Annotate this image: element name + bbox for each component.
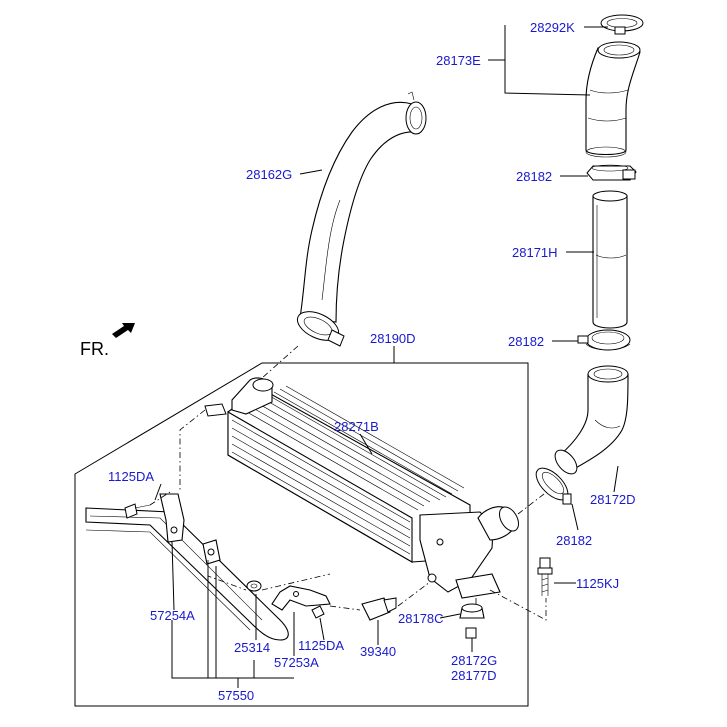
clamp-28182-mid xyxy=(577,329,631,351)
callout-28172G[interactable]: 28172G xyxy=(451,653,497,668)
callout-25314[interactable]: 25314 xyxy=(234,640,270,655)
bolt-28172G xyxy=(465,627,477,639)
bracket-57253A xyxy=(271,585,331,611)
intercooler-28271B xyxy=(204,377,519,599)
pipe-28171H xyxy=(592,190,628,329)
bushing-25314 xyxy=(246,580,262,592)
front-direction-indicator: FR. xyxy=(80,323,135,359)
callout-28177D[interactable]: 28177D xyxy=(451,668,497,683)
clamp-28182-top xyxy=(586,164,637,181)
pipe-28172D xyxy=(554,365,629,475)
callout-28182-top[interactable]: 28182 xyxy=(516,169,552,184)
callout-1125KJ[interactable]: 1125KJ xyxy=(576,576,619,591)
callout-28182-bottom[interactable]: 28182 xyxy=(556,533,592,548)
callout-28171H[interactable]: 28171H xyxy=(512,245,558,260)
callout-28162G[interactable]: 28162G xyxy=(246,167,292,182)
bolt-1125KJ xyxy=(537,557,553,596)
callout-57254A[interactable]: 57254A xyxy=(150,608,195,623)
callout-57253A[interactable]: 57253A xyxy=(274,655,319,670)
callout-labels: 28292K 28173E 28162G 28182 28171H 28182 … xyxy=(108,20,636,703)
callout-28172D[interactable]: 28172D xyxy=(590,492,636,507)
callout-39340[interactable]: 39340 xyxy=(360,644,396,659)
callout-28190D[interactable]: 28190D xyxy=(370,331,416,346)
callout-28178C[interactable]: 28178C xyxy=(398,611,444,626)
callout-57550[interactable]: 57550 xyxy=(218,688,254,703)
plug-28178C xyxy=(459,603,485,619)
bracket-57254A xyxy=(159,493,185,543)
callout-28271B[interactable]: 28271B xyxy=(334,419,379,434)
front-arrow-icon xyxy=(112,323,135,338)
callout-1125DA-left[interactable]: 1125DA xyxy=(108,469,154,484)
clamp-28292K xyxy=(600,14,644,35)
bolt-1125DA-bottom xyxy=(311,605,325,619)
clip-part xyxy=(202,539,221,565)
pipe-28173E xyxy=(585,41,641,158)
callout-28173E[interactable]: 28173E xyxy=(436,53,481,68)
hose-28162G xyxy=(296,91,427,347)
assembly-frame xyxy=(74,362,529,707)
callout-1125DA-bottom[interactable]: 1125DA xyxy=(298,638,344,653)
clamp-28182-bottom xyxy=(535,467,572,505)
front-direction-label: FR. xyxy=(80,339,109,359)
bolt-1125DA-left xyxy=(124,503,151,519)
air-guide-pipes-57550 xyxy=(85,507,289,641)
callout-28182-mid[interactable]: 28182 xyxy=(508,334,544,349)
leader-lines xyxy=(154,25,619,688)
sensor-39340 xyxy=(361,597,397,621)
callout-28292K[interactable]: 28292K xyxy=(530,20,575,35)
